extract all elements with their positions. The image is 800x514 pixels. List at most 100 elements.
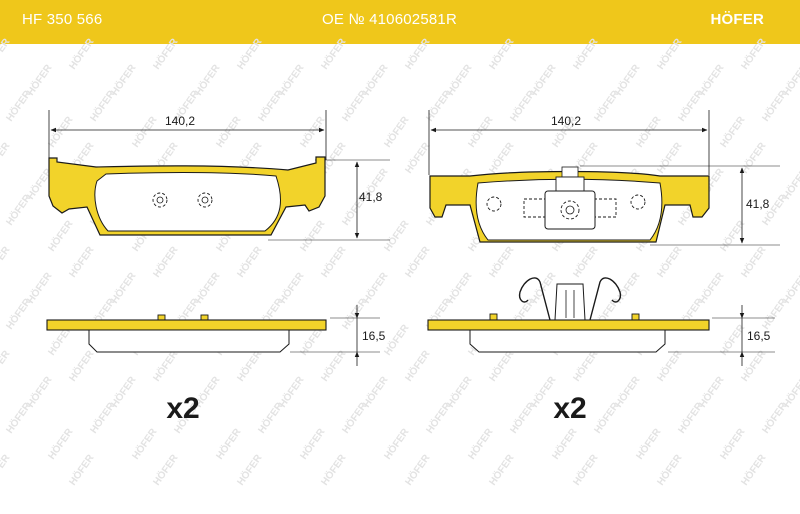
watermark-text: HÖFER — [549, 425, 580, 462]
right-sensor-hole — [560, 200, 580, 220]
watermark-text: HÖFER — [45, 217, 76, 254]
left-pad-group: 140,2 41,8 16,5 x2 — [46, 110, 390, 425]
watermark-text: HÖFER — [339, 295, 370, 332]
watermark-text: HÖFER — [423, 399, 454, 436]
left-pin-center-2 — [201, 196, 209, 204]
left-side-tab-1 — [157, 314, 166, 321]
watermark-text: HÖFER — [3, 87, 34, 124]
right-spring-left — [523, 198, 547, 218]
watermark-text: HÖFER — [759, 399, 790, 436]
right-spring-right — [593, 198, 617, 218]
left-pin-hole-2 — [197, 192, 213, 208]
watermark-text: HÖFER — [465, 113, 496, 150]
watermark-text: HÖFER — [381, 113, 412, 150]
right-quantity: x2 — [553, 392, 586, 425]
watermark-text: HÖFER — [381, 321, 412, 358]
watermark-text: HÖFER — [717, 425, 748, 462]
header-bar: HF 350 566 OE № 410602581R HÖFER — [0, 0, 800, 44]
right-side-tab-2 — [631, 313, 640, 321]
watermark-text: HÖFER — [150, 35, 181, 72]
watermark-text: HÖFER — [738, 347, 769, 384]
right-pin-hole-1 — [486, 196, 502, 212]
right-side-sensor — [554, 283, 586, 321]
watermark-text: HÖFER — [297, 425, 328, 462]
watermark-text: HÖFER — [297, 217, 328, 254]
left-pin-center-1 — [156, 196, 164, 204]
right-side-friction — [469, 329, 666, 353]
watermark-text: HÖFER — [66, 35, 97, 72]
right-sensor-center — [565, 205, 575, 215]
watermark-text: HÖFER — [255, 399, 286, 436]
part-number: HF 350 566 — [22, 11, 103, 28]
brand-logo: HÖFER — [710, 11, 764, 28]
watermark-text: HÖFER — [3, 191, 34, 228]
watermark-text: HÖFER — [423, 87, 454, 124]
watermark-text: HÖFER — [507, 399, 538, 436]
right-side-tab-1 — [489, 313, 498, 321]
right-spring-clip-right — [589, 277, 622, 321]
watermark-text: HÖFER — [675, 399, 706, 436]
watermark-text: HÖFER — [486, 139, 517, 176]
watermark-text: HÖFER — [402, 243, 433, 280]
watermark-text: HÖFER — [150, 451, 181, 488]
watermark-text: HÖFER — [402, 451, 433, 488]
left-side-plate — [46, 319, 327, 331]
watermark-text: HÖFER — [87, 87, 118, 124]
watermark-text: HÖFER — [381, 425, 412, 462]
watermark-text: HÖFER — [654, 243, 685, 280]
watermark-text: HÖFER — [255, 87, 286, 124]
watermark-text: HÖFER — [570, 451, 601, 488]
watermark-layer: HÖFER HÖFER HÖFER HÖFER HÖFER HÖFER HÖFER HÖFER… — [0, 35, 800, 488]
right-side-plate — [427, 319, 710, 331]
watermark-text: HÖFER — [318, 451, 349, 488]
watermark-text: HÖFER — [633, 113, 664, 150]
watermark-text: HÖFER — [507, 87, 538, 124]
right-spring-clip-left — [518, 277, 551, 321]
watermark-text: HÖFER — [339, 87, 370, 124]
watermark-text: HÖFER — [759, 87, 790, 124]
left-pin-hole-1 — [152, 192, 168, 208]
left-friction-material — [94, 171, 281, 232]
watermark-text: HÖFER — [717, 217, 748, 254]
watermark-text: HÖFER — [87, 399, 118, 436]
watermark-text: HÖFER — [570, 243, 601, 280]
watermark-text: HÖFER — [381, 217, 412, 254]
watermark-text: HÖFER — [66, 347, 97, 384]
left-quantity: x2 — [166, 392, 199, 425]
watermark-text: HÖFER — [654, 35, 685, 72]
watermark-text: HÖFER — [654, 139, 685, 176]
right-width-label: 140,2 — [551, 114, 581, 128]
watermark-text: HÖFER — [738, 243, 769, 280]
watermark-text: HÖFER — [738, 139, 769, 176]
watermark-text: HÖFER — [465, 425, 496, 462]
right-height-label: 41,8 — [746, 197, 770, 211]
watermark-text: HÖFER — [234, 35, 265, 72]
watermark-text: HÖFER — [213, 425, 244, 462]
watermark-text: HÖFER — [738, 35, 769, 72]
watermark-text: HÖFER — [45, 113, 76, 150]
watermark-text: HÖFER — [0, 451, 13, 488]
watermark-text: HÖFER — [759, 295, 790, 332]
watermark-text: HÖFER — [486, 35, 517, 72]
watermark-text: HÖFER — [486, 451, 517, 488]
watermark-text: HÖFER — [0, 35, 13, 72]
watermark-text: HÖFER — [0, 139, 13, 176]
watermark-text: HÖFER — [0, 347, 13, 384]
watermark-text: HÖFER — [129, 425, 160, 462]
watermark-text: HÖFER — [591, 399, 622, 436]
watermark-text: HÖFER — [318, 347, 349, 384]
watermark-text: HÖFER — [234, 451, 265, 488]
watermark-text: HÖFER — [675, 87, 706, 124]
watermark-text: HÖFER — [717, 113, 748, 150]
right-pin-hole-2 — [630, 194, 646, 210]
watermark-text: HÖFER — [318, 243, 349, 280]
watermark-text: HÖFER — [570, 35, 601, 72]
watermark-text: HÖFER — [654, 451, 685, 488]
watermark-text: HÖFER — [45, 425, 76, 462]
left-width-label: 140,2 — [165, 114, 195, 128]
right-sensor-upper — [555, 176, 585, 192]
watermark-text: HÖFER — [402, 347, 433, 384]
watermark-text: HÖFER — [654, 347, 685, 384]
watermark-text: HÖFER — [633, 425, 664, 462]
